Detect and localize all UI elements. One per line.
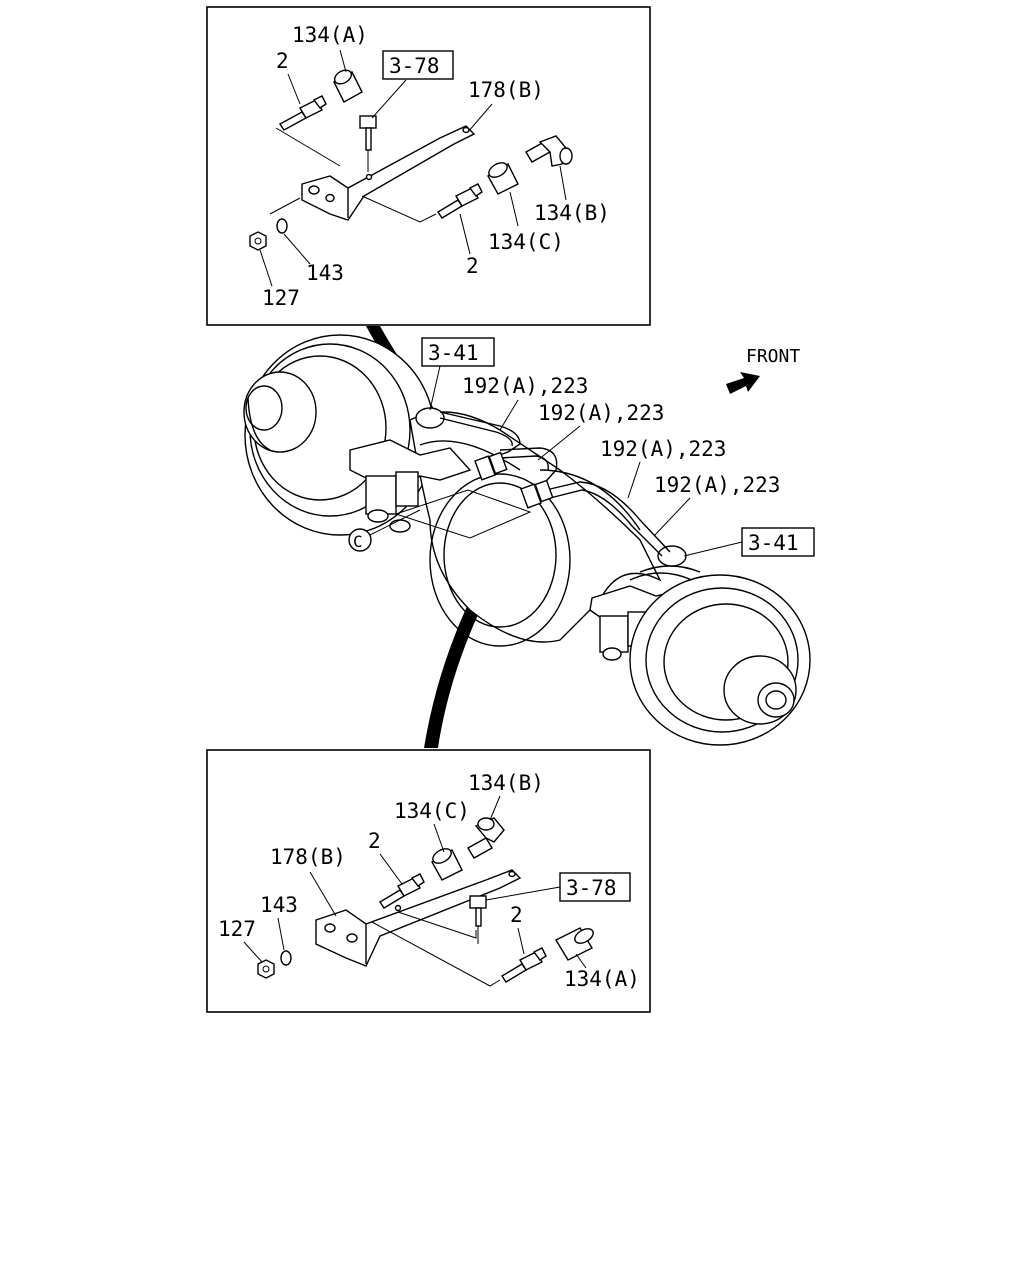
bottom-sleeve-134c	[431, 848, 463, 881]
top-bracket	[301, 125, 476, 221]
bottom-washer-143	[280, 950, 292, 966]
bottom-label-2a: 2	[368, 829, 381, 853]
bottom-union-upper	[379, 873, 425, 909]
bottom-detail-pointer	[424, 516, 530, 748]
top-elbow-134b	[525, 135, 573, 167]
front-arrow-icon	[726, 372, 760, 394]
top-label-127: 127	[262, 286, 300, 310]
top-sleeve-134c	[487, 162, 519, 195]
ref-3-41-right: 3-41	[748, 531, 799, 555]
top-union-upper	[278, 95, 327, 131]
top-detail-panel: 134(A) 2 3-78 178(B) 134(B) 134(C) 2 143…	[206, 6, 651, 326]
top-ref-box-3-78	[382, 50, 454, 80]
bottom-ref-3-78: 3-78	[566, 876, 617, 900]
axle-housing	[409, 411, 662, 647]
top-label-2a: 2	[276, 49, 289, 73]
bottom-label-134c: 134(C)	[394, 799, 470, 823]
left-chamber	[415, 407, 445, 429]
top-bolt	[359, 115, 377, 172]
label-192a-1: 192(A),223	[462, 374, 588, 398]
label-192a-4: 192(A),223	[654, 473, 780, 497]
circle-c-label: C	[353, 532, 363, 551]
hose-fittings	[474, 451, 554, 509]
bottom-elbow-134b	[467, 817, 505, 859]
right-hub	[629, 565, 811, 746]
brake-hoses	[439, 411, 671, 557]
top-washer-143	[276, 218, 288, 234]
bottom-label-134a: 134(A)	[564, 967, 640, 991]
top-label-143: 143	[306, 261, 344, 285]
right-chamber	[657, 545, 687, 567]
bottom-sleeve-134a	[555, 927, 594, 961]
bottom-label-127: 127	[218, 917, 256, 941]
top-nut-127	[249, 231, 267, 251]
top-label-134b: 134(B)	[534, 201, 610, 225]
bottom-nut-127	[257, 959, 275, 979]
bottom-label-2b: 2	[510, 903, 523, 927]
label-192a-2: 192(A),223	[538, 401, 664, 425]
bottom-bolt	[469, 895, 487, 944]
ref-3-41-upper: 3-41	[428, 341, 479, 365]
top-label-134c: 134(C)	[488, 230, 564, 254]
bracket-outline	[394, 489, 532, 539]
bottom-union-lower	[501, 947, 547, 983]
left-spring-seat	[349, 439, 472, 533]
left-hub	[243, 334, 436, 536]
bottom-label-178b: 178(B)	[270, 845, 346, 869]
top-union-lower	[437, 183, 483, 219]
front-label: FRONT	[746, 346, 800, 367]
ref-box-3-41-upper	[421, 337, 495, 367]
top-label-134a: 134(A)	[292, 23, 368, 47]
bottom-label-134b: 134(B)	[468, 771, 544, 795]
top-ref-3-78: 3-78	[389, 54, 440, 78]
top-sleeve-134a	[333, 69, 363, 103]
top-label-2b: 2	[466, 254, 479, 278]
top-label-178b: 178(B)	[468, 78, 544, 102]
label-192a-3: 192(A),223	[600, 437, 726, 461]
main-axle-view: C 3-41 192(A),223 192(A),223 192(A),223 …	[243, 326, 815, 748]
bottom-label-143: 143	[260, 893, 298, 917]
bottom-bracket	[315, 869, 522, 967]
circle-c	[348, 528, 372, 552]
bottom-detail-panel: 134(B) 134(C) 2 178(B) 3-78 143 127 2 13…	[206, 749, 651, 1013]
